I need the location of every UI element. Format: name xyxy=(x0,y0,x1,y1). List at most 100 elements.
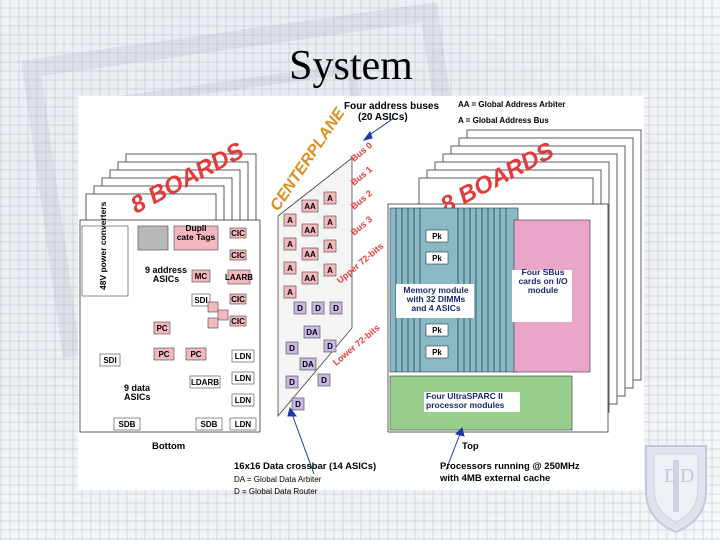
data-chip-d: D xyxy=(323,339,337,353)
bus-label-2: Bus 2 xyxy=(349,188,374,211)
svg-text:A: A xyxy=(327,266,333,275)
chip-pc-label: PC xyxy=(158,350,169,359)
svg-text:A: A xyxy=(287,216,293,225)
ultrasparc-label-bg xyxy=(424,392,520,412)
svg-text:DA: DA xyxy=(302,360,314,369)
chip-sdi-label: SDI xyxy=(103,356,116,365)
chip-laarb-label: LAARB xyxy=(225,273,253,282)
svg-text:A: A xyxy=(327,194,333,203)
svg-text:DA: DA xyxy=(306,328,318,337)
university-crest-logo: D D xyxy=(645,445,707,534)
address-chip-a: A xyxy=(323,215,337,229)
svg-text:AA: AA xyxy=(304,274,316,283)
chip-cic-label: CIC xyxy=(231,251,245,260)
left-board-contents xyxy=(81,225,257,431)
processors-label: Processors running @ 250MHz xyxy=(440,461,580,472)
svg-text:AA: AA xyxy=(304,250,316,259)
duplicate-tags-label: Dupli cate Tags xyxy=(176,223,216,242)
address-bus-chips: A A A A AA AA xyxy=(283,191,337,299)
data-asics-label: 9 data ASICs xyxy=(124,383,151,403)
pk-chip: Pk xyxy=(425,323,449,337)
address-chip-aa: AA xyxy=(301,271,319,285)
bus-label-0: Bus 0 xyxy=(349,140,374,163)
system-diagram: 8 BOARDS 8 BOARDS CENTERPLANE Bus 0 Bus … xyxy=(78,96,644,490)
pk-chip: Pk xyxy=(425,345,449,359)
svg-text:A: A xyxy=(287,240,293,249)
address-chip-a: A xyxy=(323,191,337,205)
sbus-cards-label: Four SBus cards on I/O module xyxy=(518,267,568,295)
chip-cic-label: CIC xyxy=(231,229,245,238)
chip-mc-label: MC xyxy=(195,272,208,281)
chip-pc-label: PC xyxy=(190,350,201,359)
svg-text:D: D xyxy=(321,376,327,385)
pk-chip: Pk xyxy=(425,251,449,265)
data-chip-d: D xyxy=(317,373,331,387)
sbus-label-bg xyxy=(512,270,572,322)
pk-chip: Pk xyxy=(425,229,449,243)
chip-sdb-label: SDB xyxy=(119,420,136,429)
address-buses-sub-label: (20 ASICs) xyxy=(358,112,408,123)
chip-ldarb-label: LDARB xyxy=(191,378,219,387)
svg-text:D: D xyxy=(315,304,321,313)
system-diagram-svg: 8 BOARDS 8 BOARDS CENTERPLANE Bus 0 Bus … xyxy=(79,104,642,475)
svg-text:A: A xyxy=(327,218,333,227)
address-chip-a: A xyxy=(283,285,297,299)
chip-ldn-label: LDN xyxy=(235,396,252,405)
svg-text:D: D xyxy=(289,344,295,353)
chip-pc-label: PC xyxy=(156,324,167,333)
svg-text:Pk: Pk xyxy=(432,254,442,263)
address-chip-a: A xyxy=(283,261,297,275)
address-chip-a: A xyxy=(283,213,297,227)
chip-cic-label: CIC xyxy=(231,295,245,304)
ultrasparc-label: Four UltraSPARC II processor modules xyxy=(426,391,505,410)
data-chip-d: D xyxy=(311,301,325,315)
svg-text:AA: AA xyxy=(304,226,316,235)
memory-module-label: Memory module with 32 DIMMs and 4 ASICs xyxy=(403,285,469,313)
svg-text:A: A xyxy=(287,288,293,297)
address-buses-label: Four address buses xyxy=(344,101,440,112)
svg-text:AA: AA xyxy=(304,202,316,211)
svg-text:D: D xyxy=(680,465,694,487)
data-chip-da: DA xyxy=(299,357,317,371)
memory-label-bg xyxy=(396,284,474,318)
crossbar-label: 16x16 Data crossbar (14 ASICs) xyxy=(234,461,377,472)
data-chip-da: DA xyxy=(303,325,321,339)
address-chip-a: A xyxy=(323,239,337,253)
address-asics-label: 9 address ASICs xyxy=(144,265,188,285)
bus-label-1: Bus 1 xyxy=(349,164,374,187)
bus-label-3: Bus 3 xyxy=(349,214,374,237)
address-chip-a: A xyxy=(283,237,297,251)
svg-text:Pk: Pk xyxy=(432,348,442,357)
a-legend: A = Global Address Bus xyxy=(458,116,549,125)
leader-lines xyxy=(287,117,465,475)
left-board-stack xyxy=(79,153,261,433)
data-chip-d: D xyxy=(291,397,305,411)
chip-cic-label: CIC xyxy=(231,317,245,326)
address-chip-a: A xyxy=(323,263,337,277)
address-chip-aa: AA xyxy=(301,223,319,237)
data-chip-d: D xyxy=(293,301,307,315)
da-legend: DA = Global Data Arbiter xyxy=(234,475,322,484)
address-chip-aa: AA xyxy=(301,247,319,261)
svg-text:Pk: Pk xyxy=(432,326,442,335)
data-chip-d: D xyxy=(285,341,299,355)
d-legend: D = Global Data Router xyxy=(234,487,318,496)
svg-text:A: A xyxy=(327,242,333,251)
chip-ldn-label: LDN xyxy=(235,374,252,383)
svg-text:D: D xyxy=(333,304,339,313)
processors-sub-label: with 4MB external cache xyxy=(440,473,551,484)
slide-title: System xyxy=(289,43,413,89)
chip-ldn-label: LDN xyxy=(235,420,252,429)
data-crossbar-chips: D D D DA D D DA D D D xyxy=(285,301,343,411)
chip-sdb-label: SDB xyxy=(201,420,218,429)
data-chip-d: D xyxy=(285,375,299,389)
aa-legend: AA = Global Address Arbiter xyxy=(458,100,566,109)
data-chip-d: D xyxy=(329,301,343,315)
svg-text:D: D xyxy=(289,378,295,387)
bottom-label: Bottom xyxy=(152,441,186,452)
power-converters-label: 48V power converters xyxy=(98,201,108,290)
chip-ldn-label: LDN xyxy=(235,352,252,361)
svg-text:D: D xyxy=(327,342,333,351)
svg-text:Pk: Pk xyxy=(432,232,442,241)
top-label: Top xyxy=(462,441,479,452)
